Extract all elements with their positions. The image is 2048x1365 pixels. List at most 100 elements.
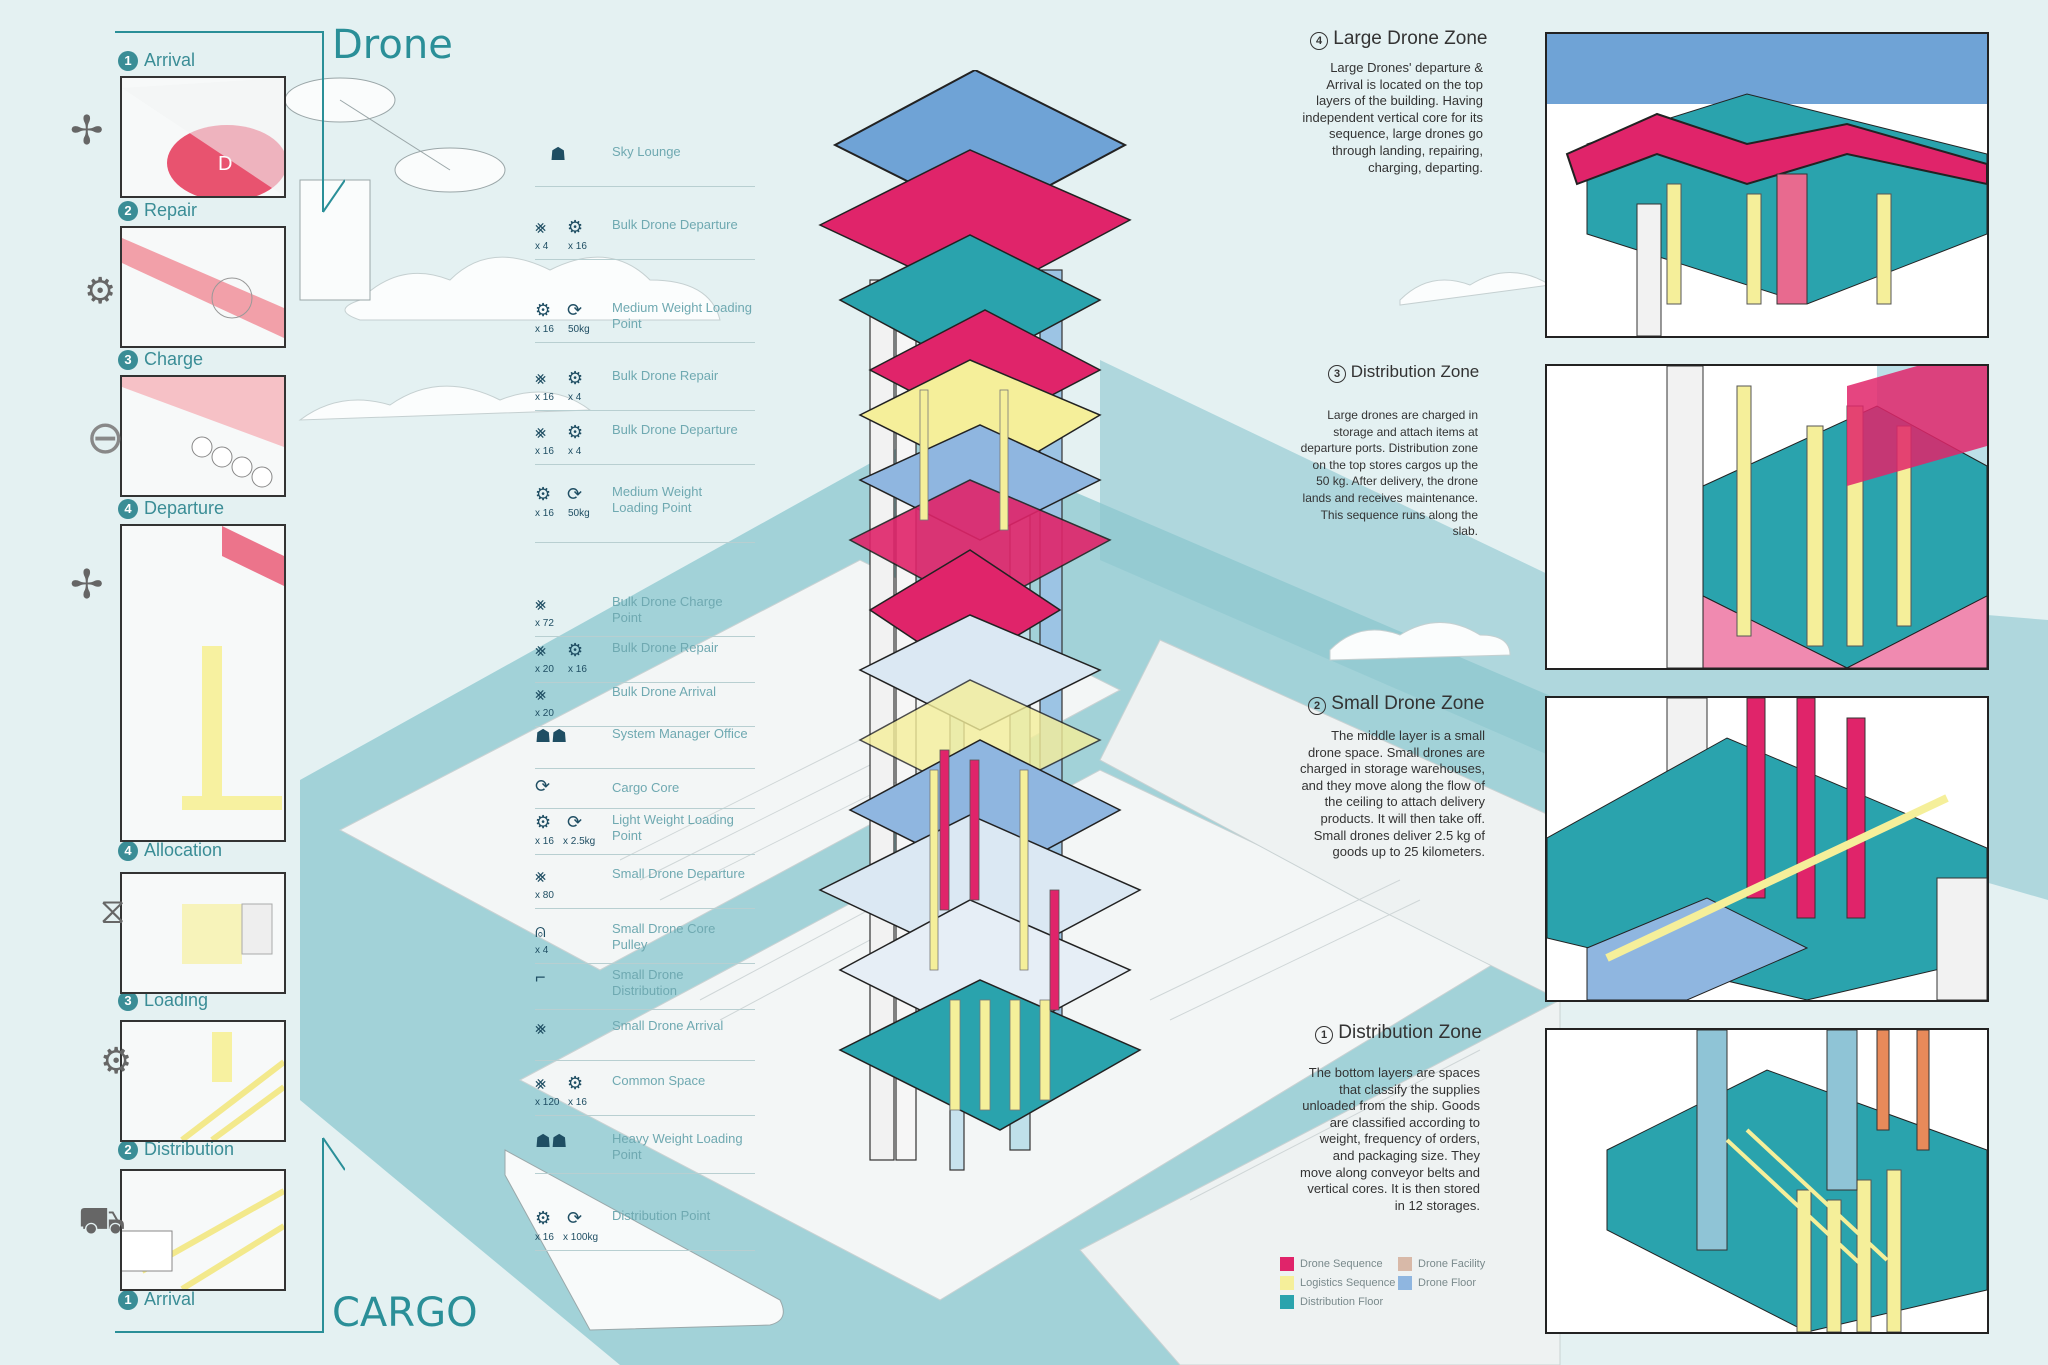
robot-arm-icon: ⚙ — [535, 484, 552, 504]
pier-bottom — [1079, 999, 1561, 1365]
list-label: Distribution Point — [612, 1208, 711, 1223]
list-item: ⨳ x 72 Bulk Drone Charge Point — [535, 590, 755, 637]
list-item: ⨳ x 80 Small Drone Departure — [535, 862, 755, 909]
legend-swatch — [1398, 1276, 1412, 1290]
list-label: Small Drone Core Pulley — [612, 921, 716, 952]
sequence-frame — [115, 31, 345, 1333]
zone-1-text: The bottom layers are spaces that classi… — [1300, 1065, 1480, 1213]
list-count: x 100kg — [563, 1232, 599, 1243]
list-count: 50kg — [568, 324, 590, 335]
zone-4-text: Large Drones' departure & Arrival is loc… — [1302, 60, 1483, 175]
drone-icon: ⨳ — [535, 684, 547, 704]
list-label: Cargo Core — [612, 780, 680, 795]
step-name: Charge — [144, 349, 204, 369]
people-icon: ☗☗ — [535, 726, 568, 746]
legend-label: Drone Floor — [1418, 1277, 1477, 1289]
pier-right — [1099, 639, 1561, 1001]
zone-3-text: Large drones are charged in storage and … — [1300, 408, 1478, 539]
rotate-icon: ⟳ — [535, 776, 551, 796]
step-number: 3 — [118, 990, 138, 1011]
cargo-ship — [504, 1149, 784, 1331]
list-label: System Manager Office — [612, 726, 748, 741]
step-number: 1 — [118, 1289, 138, 1310]
list-item: ⨳ x 20 Bulk Drone Arrival — [535, 680, 755, 727]
cloud-1 — [344, 256, 721, 321]
drone-icon: ⨳ — [535, 368, 547, 388]
zone-number: 2 — [1308, 697, 1326, 715]
title-cargo: CARGO — [332, 1290, 478, 1336]
zone-1-title: 1 Distribution Zone — [1315, 1022, 1482, 1044]
drone-icon: ⨳ — [535, 594, 547, 614]
list-label: Light Weight Loading Point — [612, 812, 734, 843]
legend-swatch — [1280, 1257, 1294, 1271]
legend-label: Drone Facility — [1418, 1258, 1486, 1270]
tower-axonometric — [818, 70, 1142, 1171]
zone-number: 4 — [1310, 32, 1328, 50]
list-count: 50kg — [568, 508, 590, 519]
floor-slabs — [818, 149, 1142, 1131]
list-item: ⟳ Cargo Core — [535, 772, 755, 809]
list-label: Bulk Drone Departure — [612, 217, 738, 232]
drone-icon: ⨳ — [535, 422, 547, 442]
list-item: ⌐ Small Drone Distribution — [535, 963, 755, 1010]
step-box-arrival: D — [120, 76, 286, 198]
title-drone: Drone — [332, 22, 453, 68]
list-item: ☗☗ System Manager Office — [535, 722, 755, 769]
list-count: x 2.5kg — [563, 836, 596, 847]
step-name: Repair — [144, 200, 198, 220]
list-count: x 20 — [535, 708, 554, 719]
drone-icon: ⨳ — [535, 640, 547, 660]
robot-arm-icon: ⚙ — [100, 1040, 133, 1081]
zone-title-text: Small Drone Zone — [1331, 693, 1485, 714]
legend-distribution-floor: Distribution Floor — [1280, 1295, 1383, 1309]
bracket-icon: ⌐ — [535, 967, 546, 987]
drone-risers — [939, 749, 1060, 1011]
drone-icon: ⨳ — [535, 1073, 547, 1093]
step-box-arrival-cargo — [120, 1169, 286, 1291]
step-name: Distribution — [144, 1139, 235, 1159]
robot-arm-icon: ⚙ — [567, 422, 584, 442]
quad-drone-icon: ✢ — [70, 563, 104, 607]
zone-title-text: Distribution Zone — [1338, 1022, 1482, 1043]
cloud-4 — [1399, 272, 1552, 306]
list-count: x 4 — [568, 446, 582, 457]
step-1-arrival-cargo: 1 Arrival — [118, 1289, 195, 1310]
list-count: x 72 — [535, 618, 554, 629]
step-number: 3 — [118, 349, 138, 370]
legend-swatch — [1280, 1276, 1294, 1290]
zone-2-text: The middle layer is a small drone space.… — [1300, 728, 1486, 860]
list-count: x 16 — [535, 446, 554, 457]
robot-arm-icon: ⚙ — [567, 1073, 584, 1093]
truck-icon: ⛟ — [78, 1200, 126, 1242]
cloud-3 — [1329, 622, 1511, 661]
list-count: x 20 — [535, 664, 554, 675]
zone-4-title: 4 Large Drone Zone — [1310, 28, 1488, 50]
list-count: x 16 — [568, 664, 587, 675]
legend-drone-floor: Drone Floor — [1398, 1276, 1476, 1290]
step-box-distribution — [120, 1020, 286, 1142]
list-count: x 80 — [535, 890, 554, 901]
list-count: x 16 — [535, 508, 554, 519]
list-item: ☗ Sky Lounge — [535, 140, 755, 187]
rotate-icon: ⟳ — [567, 812, 583, 832]
step-name: Arrival — [144, 1289, 196, 1309]
list-label: Bulk Drone Charge Point — [612, 594, 723, 625]
step-box-charge — [120, 375, 286, 497]
list-count: x 16 — [535, 1232, 554, 1243]
cloud-2 — [298, 385, 592, 421]
list-label: Sky Lounge — [612, 144, 681, 159]
step-number: 4 — [118, 840, 138, 861]
list-count: x 4 — [535, 241, 549, 252]
robot-arm-icon: ⚙ — [535, 1208, 552, 1228]
robot-arm-icon: ⚙ — [567, 640, 584, 660]
